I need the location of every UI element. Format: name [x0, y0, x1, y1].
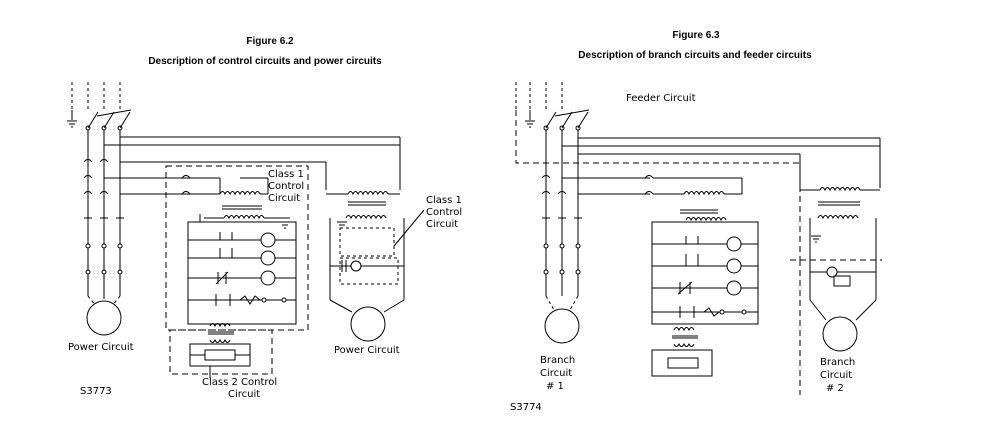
class1-control-right-label-line2: Control — [426, 207, 462, 218]
figure-6-3-caption: Description of branch circuits and feede… — [578, 50, 812, 61]
power-circuit-left-label: Power Circuit — [68, 342, 134, 353]
drawing-id-s3773: S3773 — [80, 386, 112, 397]
branch-circuit-1-label-line3: # 1 — [546, 381, 564, 392]
figure-6-2-diagram — [66, 82, 425, 378]
branch-circuit-1-label-line1: Branch — [540, 355, 575, 366]
class2-control-label-line2: Circuit — [228, 389, 260, 400]
class1-control-label-line2: Control — [268, 181, 304, 192]
branch-circuit-1-label-line2: Circuit — [540, 368, 572, 379]
class2-control-label-line1: Class 2 Control — [202, 377, 277, 388]
figure-6-2-caption: Description of control circuits and powe… — [148, 56, 382, 67]
class1-control-right-label-line3: Circuit — [426, 219, 458, 230]
figure-6-3-diagram — [515, 82, 882, 395]
branch-circuit-2-label-line3: # 2 — [826, 383, 844, 394]
branch-circuit-2-label-line1: Branch — [820, 357, 855, 368]
class1-control-right-label-line1: Class 1 — [426, 195, 462, 206]
figure-6-3-number: Figure 6.3 — [672, 30, 720, 41]
power-circuit-right-label: Power Circuit — [334, 345, 400, 356]
class1-control-label-line3: Circuit — [268, 193, 300, 204]
class1-control-label-line1: Class 1 — [268, 169, 304, 180]
feeder-circuit-label: Feeder Circuit — [626, 93, 696, 104]
figure-6-2-number: Figure 6.2 — [246, 36, 294, 47]
branch-circuit-2-label-line2: Circuit — [820, 370, 852, 381]
drawing-id-s3774: S3774 — [510, 402, 542, 413]
